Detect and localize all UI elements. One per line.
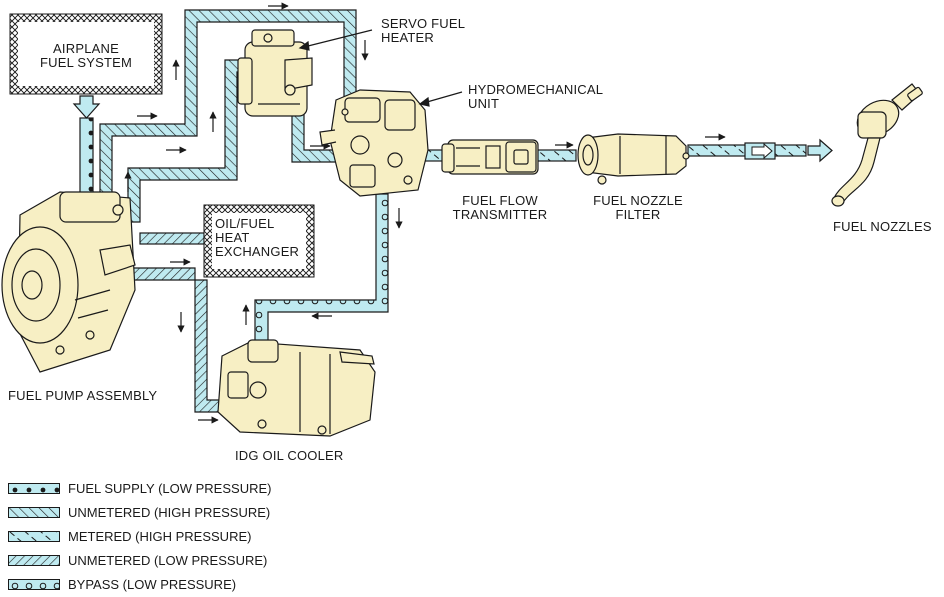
fuel-pump-assembly-label: FUEL PUMP ASSEMBLY xyxy=(8,388,158,403)
idg-oil-cooler xyxy=(217,339,376,437)
legend-swatch-circles xyxy=(8,579,60,590)
leader-lines xyxy=(298,29,463,107)
flow-arrows xyxy=(124,2,726,424)
fuel-nozzles xyxy=(831,83,923,207)
legend-label: UNMETERED (LOW PRESSURE) xyxy=(68,553,268,568)
legend-swatch-dots xyxy=(8,483,60,494)
fuel-pump-assembly xyxy=(1,191,136,373)
fuel-nozzle-filter xyxy=(577,133,690,185)
legend-swatch-dash xyxy=(8,531,60,542)
airplane-fuel-system-label: AIRPLANE FUEL SYSTEM xyxy=(39,41,132,70)
fuel-nozzle-filter-label: FUEL NOZZLE FILTER xyxy=(593,193,683,222)
legend-label: METERED (HIGH PRESSURE) xyxy=(68,529,252,544)
hydromechanical-unit-label: HYDROMECHANICAL UNIT xyxy=(468,82,604,111)
hydromechanical-unit xyxy=(319,89,429,197)
unmetered-lp-pipe-top xyxy=(139,232,205,245)
idg-oil-cooler-label: IDG OIL COOLER xyxy=(235,448,344,463)
outlet-arrow xyxy=(807,138,833,163)
supply-inlet-arrow xyxy=(72,95,101,119)
fuel-nozzles-label: FUEL NOZZLES xyxy=(833,219,932,234)
servo-fuel-heater-label: SERVO FUEL HEATER xyxy=(381,16,466,45)
oil-fuel-heat-exchanger-label: OIL/FUEL HEAT EXCHANGER xyxy=(215,216,300,259)
fuel-supply-pipe xyxy=(79,117,94,205)
legend-item-metered-hp: METERED (HIGH PRESSURE) xyxy=(8,528,308,546)
fuel-flow-transmitter xyxy=(441,139,539,175)
legend-item-unmetered-lp: UNMETERED (LOW PRESSURE) xyxy=(8,552,308,570)
fuel-flow-transmitter-label: FUEL FLOW TRANSMITTER xyxy=(452,193,548,222)
legend-swatch-hatch-fine xyxy=(8,507,60,518)
legend-item-bypass-lp: BYPASS (LOW PRESSURE) xyxy=(8,576,308,594)
legend-swatch-hatch-back xyxy=(8,555,60,566)
metered-pipe-2 xyxy=(535,149,577,162)
servo-fuel-heater xyxy=(237,29,313,117)
legend-item-fuel-supply: FUEL SUPPLY (LOW PRESSURE) xyxy=(8,480,308,498)
legend-label: BYPASS (LOW PRESSURE) xyxy=(68,577,237,592)
legend-label: UNMETERED (HIGH PRESSURE) xyxy=(68,505,271,520)
legend-item-unmetered-hp: UNMETERED (HIGH PRESSURE) xyxy=(8,504,308,522)
legend-label: FUEL SUPPLY (LOW PRESSURE) xyxy=(68,481,272,496)
